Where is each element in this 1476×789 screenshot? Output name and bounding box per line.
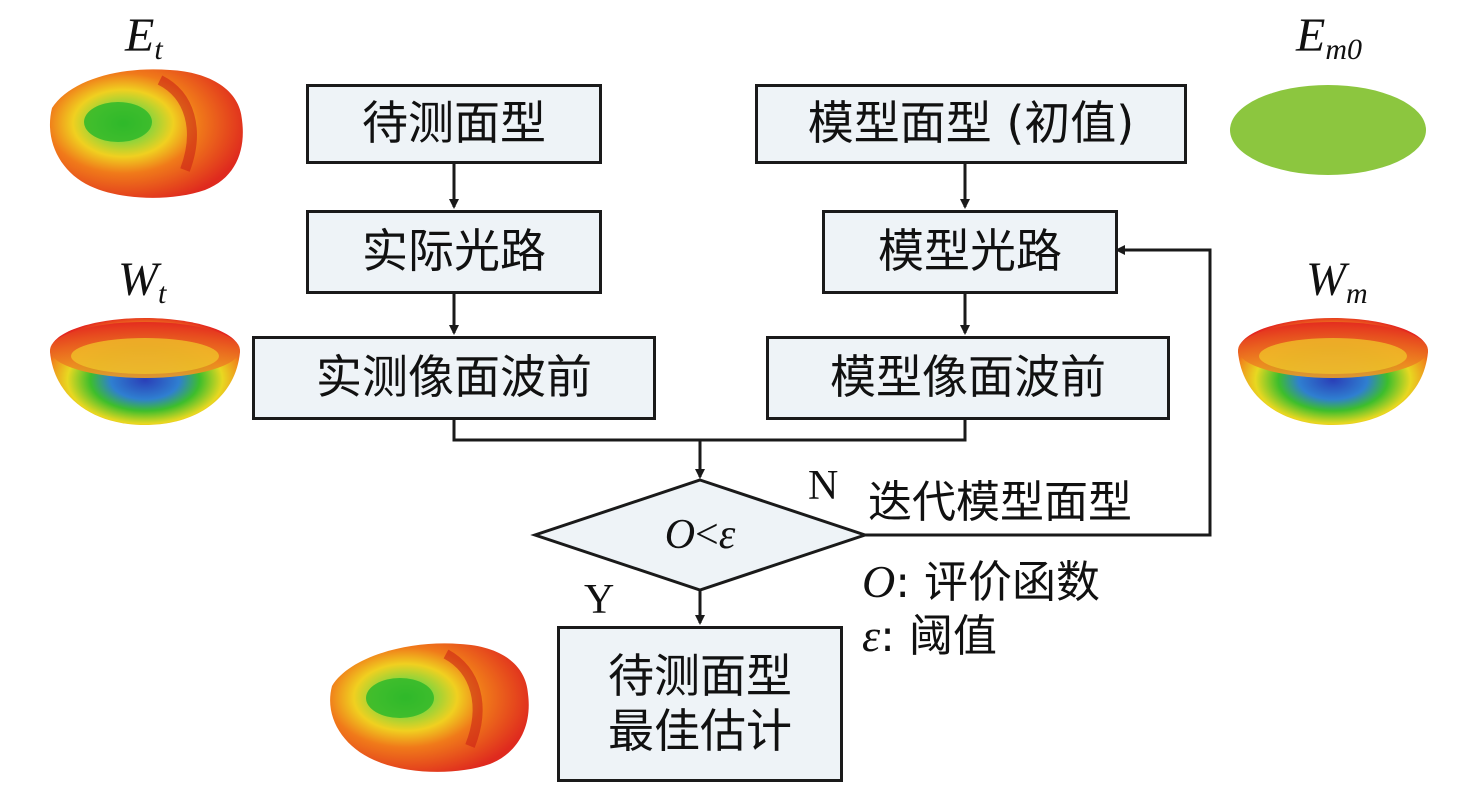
feedback-loop-arrow [865, 245, 1212, 537]
box-measured-wavefront: 实测像面波前 [252, 336, 656, 420]
merge-line [452, 418, 967, 442]
label-wt: Wt [118, 253, 167, 310]
box-best-estimate: 待测面型 最佳估计 [557, 626, 843, 782]
box-model-path: 模型光路 [822, 210, 1118, 294]
box-model-wavefront: 模型像面波前 [766, 336, 1170, 420]
wm-bowl-plot [1238, 318, 1428, 425]
box-actual-path: 实际光路 [306, 210, 602, 294]
label-wm: Wm [1306, 253, 1368, 310]
legend-threshold: ε: 阈值 [862, 610, 997, 662]
em0-flat-surface [1230, 85, 1426, 175]
branch-no-label: N [808, 463, 839, 509]
label-et: Et [125, 9, 163, 66]
wt-bowl-plot [50, 318, 240, 425]
iterate-model-label: 迭代模型面型 [868, 477, 1132, 528]
estimate-surface-plot [330, 643, 529, 772]
label-em0: Em0 [1296, 9, 1362, 66]
decision-condition: O<ε [664, 512, 736, 558]
box-model-surface-initial: 模型面型 (初值) [755, 84, 1187, 164]
box-test-surface: 待测面型 [306, 84, 602, 164]
branch-yes-label: Y [584, 577, 615, 623]
legend-objective: O: 评价函数 [862, 556, 1101, 608]
et-surface-plot [49, 69, 243, 198]
